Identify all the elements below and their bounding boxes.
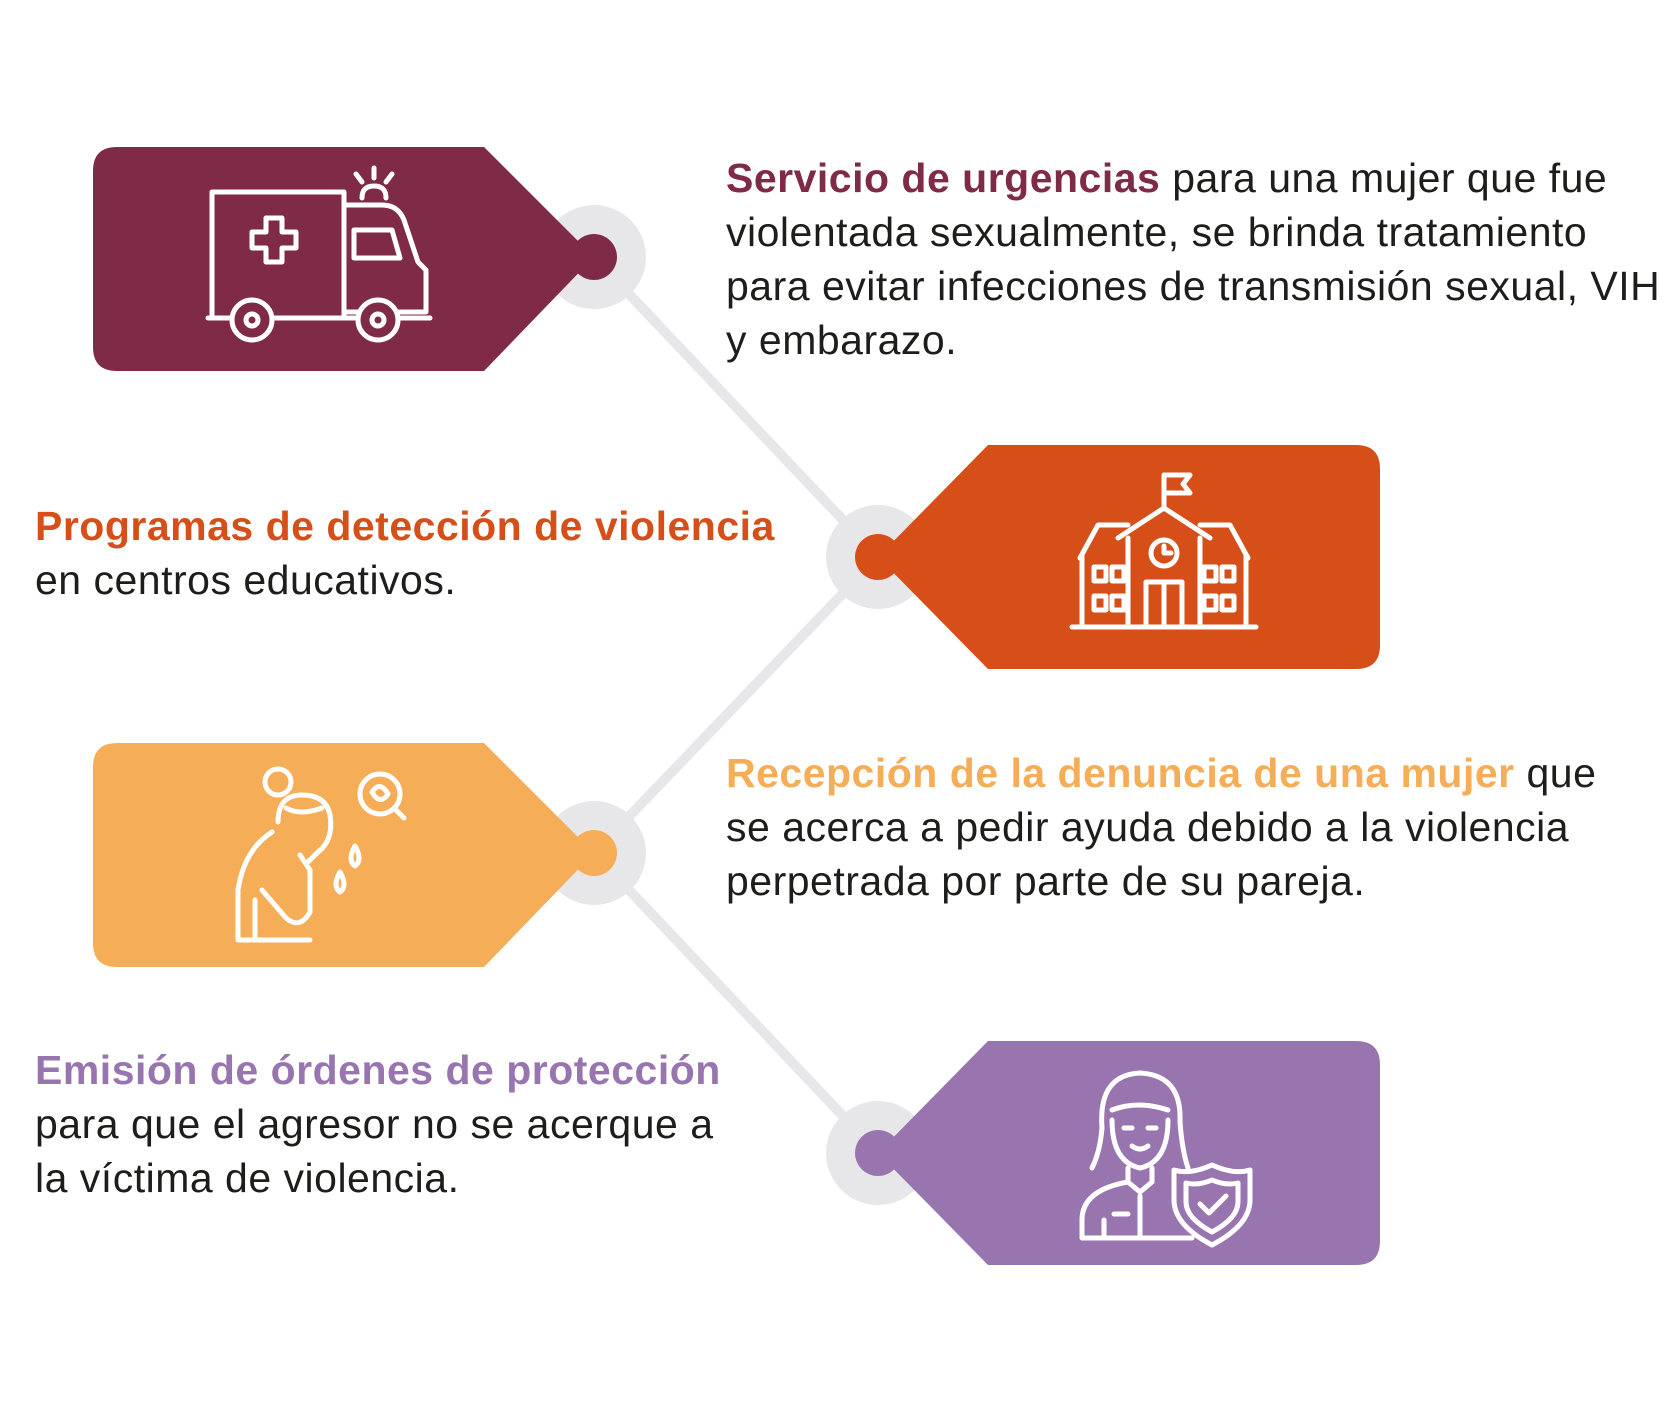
crying-woman-icon bbox=[235, 766, 407, 943]
item-programas-deteccion-text: Programas de detección de violencia en c… bbox=[35, 499, 775, 607]
tag-ordenes-proteccion bbox=[855, 1041, 1380, 1265]
item-highlight: Servicio de urgencias bbox=[726, 155, 1161, 201]
item-ordenes-proteccion-text: Emisión de órdenes de protección para qu… bbox=[35, 1043, 735, 1205]
connector-lines bbox=[590, 253, 882, 1157]
item-servicio-urgencias-text: Servicio de urgencias para una mujer que… bbox=[726, 151, 1666, 367]
school-icon bbox=[1069, 472, 1259, 630]
item-recepcion-denuncia-text: Recepción de la denuncia de una mujer qu… bbox=[726, 746, 1646, 908]
item-description: que se acerca a pedir ayuda debido a la … bbox=[726, 750, 1597, 904]
item-description: en centros educativos. bbox=[35, 557, 457, 603]
item-highlight: Programas de detección de violencia bbox=[35, 503, 775, 549]
item-highlight: Emisión de órdenes de protección bbox=[35, 1047, 721, 1093]
item-description: para una mujer que fue violentada sexual… bbox=[726, 155, 1661, 363]
ambulance-icon bbox=[205, 165, 433, 343]
item-description: para que el agresor no se acerque a la v… bbox=[35, 1101, 714, 1201]
woman-shield-icon bbox=[1079, 1070, 1253, 1248]
tag-recepcion-denuncia bbox=[93, 743, 617, 967]
tag-programas-deteccion bbox=[855, 445, 1380, 669]
item-highlight: Recepción de la denuncia de una mujer bbox=[726, 750, 1515, 796]
